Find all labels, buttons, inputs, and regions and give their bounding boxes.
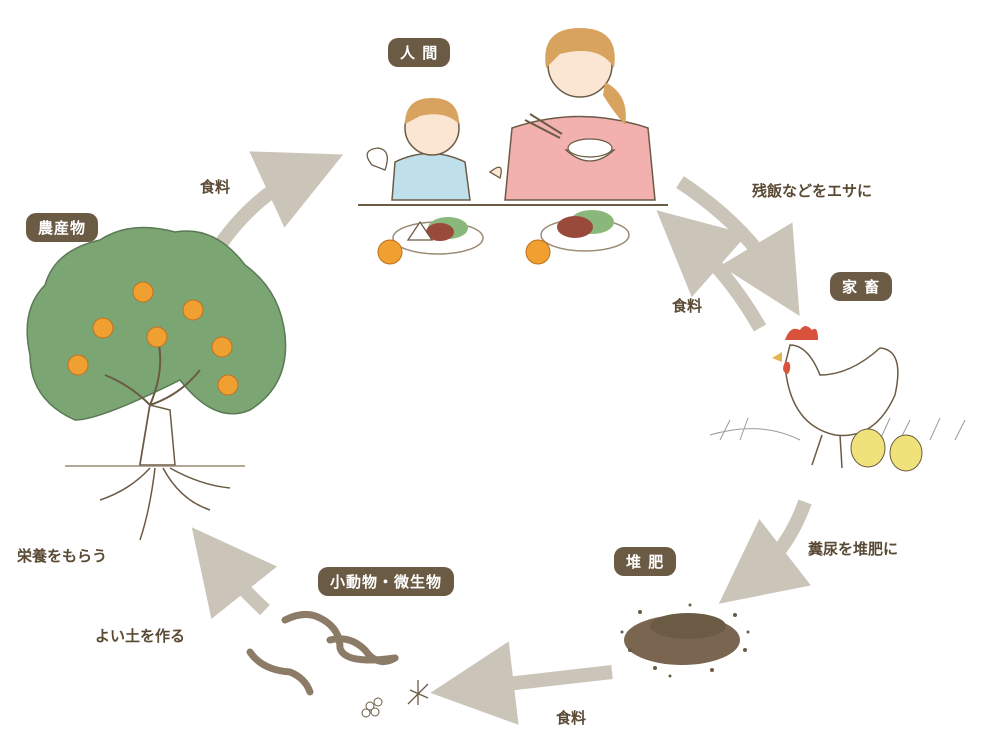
microbes: [361, 680, 429, 718]
arrow-organisms-to-crops: [191, 527, 278, 620]
small-organisms: [246, 611, 399, 696]
orange-tree: [26, 226, 287, 541]
edge-organisms-to-soil: よい土を作る: [95, 627, 186, 645]
node-livestock: 家 畜: [830, 272, 893, 301]
edge-compost-to-organisms: 食料: [556, 709, 587, 727]
node-organisms: 小動物・微生物: [318, 567, 455, 596]
node-crops: 農産物: [26, 213, 99, 242]
edge-soil-to-crops: 栄養をもらう: [17, 547, 108, 565]
edge-livestock-to-humans: 食料: [672, 297, 703, 315]
tangerine-left: [377, 239, 403, 265]
chick-2: [889, 434, 923, 472]
livestock-chickens: [709, 326, 966, 472]
arrow-compost-to-organisms: [430, 641, 613, 725]
chick-1: [850, 428, 886, 468]
edge-crops-to-humans: 食料: [200, 178, 231, 196]
edge-humans-to-livestock: 残飯などをエサに: [752, 182, 873, 200]
node-humans: 人 間: [388, 38, 451, 67]
dining-scene: [358, 204, 668, 265]
worm-1: [281, 611, 399, 664]
node-compost: 堆 肥: [614, 547, 677, 576]
mother-figure: [504, 28, 656, 201]
child-figure: [366, 98, 502, 201]
worm-2: [246, 648, 314, 696]
cycle-arrows: [191, 151, 812, 725]
edge-livestock-to-compost: 糞尿を堆肥に: [808, 540, 899, 558]
arrow-livestock-to-humans: [656, 210, 767, 332]
arrow-crops-to-humans: [214, 151, 344, 250]
compost-pile: [620, 603, 750, 678]
worm-3: [326, 635, 399, 666]
arrow-livestock-to-compost: [718, 499, 812, 604]
tangerine-right: [525, 239, 551, 265]
